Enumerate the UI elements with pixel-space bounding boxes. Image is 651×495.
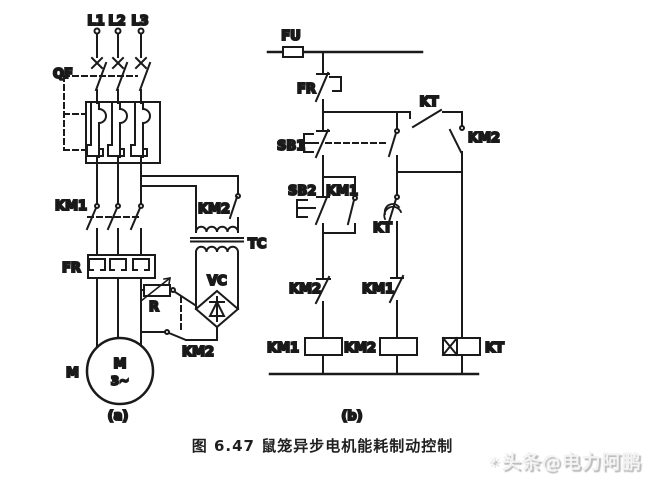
- fr-label: FR: [62, 261, 81, 276]
- qf-label: QF: [53, 67, 73, 82]
- phase-l2-label: L2: [108, 14, 125, 29]
- motor: [85, 336, 155, 406]
- fu-fuse: [266, 46, 424, 58]
- vc-label: VC: [207, 274, 227, 289]
- panel-b-label: (b): [341, 409, 362, 424]
- watermark-text: 头条@电力阿鹏: [501, 451, 642, 473]
- kt-top-label: KT: [420, 95, 439, 110]
- km1-aux-label: KM1: [326, 184, 358, 199]
- km2-coil-label: KM2: [344, 341, 376, 356]
- supply-terminals: [93, 27, 145, 58]
- km1-coil-label: KM1: [267, 341, 299, 356]
- kt-coil-label: KT: [485, 341, 504, 356]
- tc-label: TC: [248, 237, 266, 252]
- motor-ref-label: M: [66, 366, 79, 381]
- km2-dc-label: KM2: [182, 345, 214, 360]
- motor-3ph-text: 3~: [111, 374, 129, 388]
- fu-label: FU: [281, 29, 300, 44]
- km2-coil: [379, 337, 418, 375]
- kt-km2-top-contacts: [322, 108, 465, 173]
- kt-coil: [441, 336, 481, 375]
- km2-nc-label: KM2: [289, 282, 321, 297]
- km2-nc-contact: [314, 275, 331, 339]
- watermark-sun-icon: ☀: [487, 454, 501, 470]
- panel-b: FU FR KT KM2 SB1 SB2 KM1 KT KM2 KM1 KM1 …: [266, 28, 505, 425]
- r-label: R: [149, 300, 159, 315]
- pole-wires-upper: [96, 156, 142, 205]
- phase-l3-label: L3: [131, 14, 148, 29]
- fr-contact-label: FR: [297, 82, 316, 97]
- figure-caption: 图 6.47 鼠笼异步电机能耗制动控制: [191, 437, 454, 455]
- km2-top-label: KM2: [468, 131, 500, 146]
- sb1-label: SB1: [277, 139, 305, 154]
- phase-l1-label: L1: [87, 14, 104, 29]
- panel-a-label: (a): [108, 409, 129, 424]
- qf-breaker: [63, 56, 152, 151]
- fr-thermal-relay: [87, 228, 156, 348]
- km1-main-label: KM1: [55, 199, 87, 214]
- km1-nc-label: KM1: [362, 282, 394, 297]
- kt-delay-km1-nc: [383, 194, 405, 339]
- sb2-label: SB2: [288, 184, 316, 199]
- watermark: ☀头条@电力阿鹏: [487, 447, 642, 474]
- braking-resistor-km2: [139, 276, 218, 341]
- qf-trip-unit: [85, 101, 161, 164]
- motor-m-text: M: [114, 357, 127, 372]
- kt-delay-label: KT: [373, 221, 392, 236]
- km2-branch-label: KM2: [198, 202, 230, 217]
- sb2-km1-parallel: [296, 176, 358, 279]
- braking-transformer-branch: [140, 175, 244, 310]
- km1-coil: [304, 337, 343, 375]
- vc-rectifier: [185, 289, 240, 341]
- km1-main-contacts: [85, 203, 144, 231]
- sb1-button: [303, 111, 463, 197]
- fr-contact: [314, 51, 342, 131]
- panel-a: L1 L2 L3 QF KM1 KM2 TC FR VC R KM2 M M 3…: [52, 13, 267, 425]
